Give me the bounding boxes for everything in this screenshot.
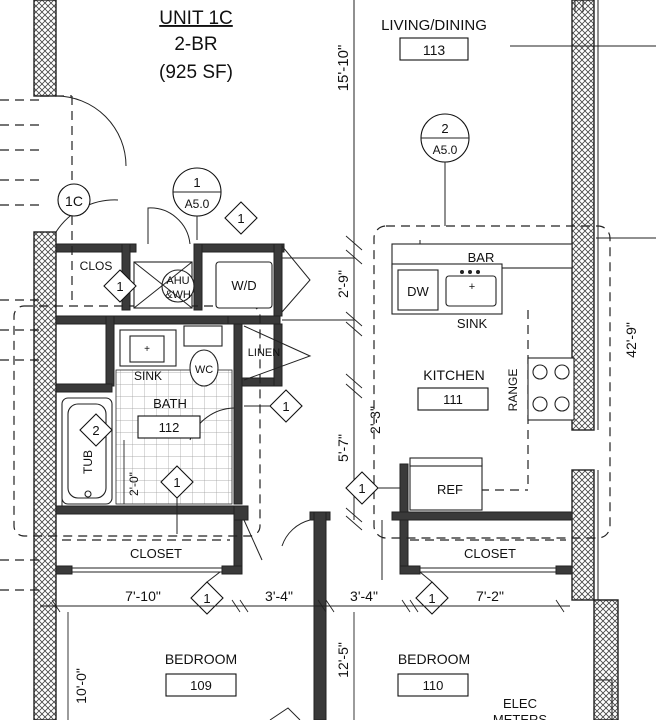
bath-number: 112	[159, 420, 180, 435]
ref-label: REF	[437, 482, 463, 497]
section-ref-1-sheet: A5.0	[185, 197, 210, 211]
dim-bath-tub: 2'-0"	[127, 472, 141, 496]
svg-text:+: +	[469, 281, 475, 293]
wh-label: &WH	[165, 289, 191, 301]
unit-tag: 1C	[65, 193, 83, 209]
wc-label: WC	[195, 364, 213, 376]
dim-kitchen-mid: 2'-3"	[367, 406, 383, 434]
dim-hall-left: 3'-4"	[265, 588, 293, 604]
dim-closet-right: 7'-2"	[476, 588, 504, 604]
svg-text:1: 1	[173, 475, 180, 490]
section-ref-1-num: 1	[193, 175, 200, 190]
exterior-wall-right-step	[593, 599, 619, 720]
section-ref-1: 1 A5.0	[172, 167, 222, 240]
closet-right-label: CLOSET	[464, 546, 516, 561]
svg-text:1: 1	[116, 279, 123, 294]
svg-text:1: 1	[358, 481, 365, 496]
diamond-tag: 1	[190, 581, 224, 615]
section-ref-2-sheet: A5.0	[433, 143, 458, 157]
dim-closet-left: 7'-10"	[125, 588, 161, 604]
bedroom-right-name: BEDROOM	[398, 651, 470, 667]
svg-text:1: 1	[282, 399, 289, 414]
dim-overall-right: 42'-9"	[623, 322, 639, 358]
svg-text:1: 1	[428, 591, 435, 606]
kitchen-dashed-boundary	[373, 225, 611, 539]
dim-bedroom-depth-left: 10'-0"	[73, 668, 89, 704]
dim-hall-width: 5'-7"	[335, 434, 351, 462]
bedroom-left-name: BEDROOM	[165, 651, 237, 667]
bath-name: BATH	[153, 396, 187, 411]
bar-label: BAR	[468, 250, 495, 265]
living-room-name: LIVING/DINING	[381, 17, 487, 34]
dw-label: DW	[407, 284, 429, 299]
svg-text:2: 2	[92, 423, 99, 438]
diamond-tag: 1	[345, 471, 379, 505]
exterior-wall-left	[33, 231, 57, 720]
bedroom-left-number: 109	[190, 678, 212, 693]
tub-label: TUB	[81, 450, 95, 474]
bath-sink-label: SINK	[134, 369, 162, 383]
exterior-wall-right-lower	[571, 469, 595, 601]
living-area-dashed-boundary	[40, 95, 73, 300]
diamond-tag: 1	[269, 389, 303, 423]
meters-label: METERS	[493, 712, 548, 720]
section-ref-2: 2 A5.0	[420, 113, 470, 226]
bedroom-right-number: 110	[423, 678, 444, 693]
wd-label: W/D	[231, 278, 256, 293]
unit-type: 2-BR	[174, 34, 217, 55]
diamond-tag: 1	[415, 581, 449, 615]
linen-label: LINEN	[248, 347, 280, 359]
section-ref-2-num: 2	[441, 121, 448, 136]
unit-name: UNIT 1C	[159, 8, 233, 29]
exterior-wall-top-left	[33, 0, 57, 97]
exterior-wall-right	[571, 0, 595, 431]
elec-label: ELEC	[503, 696, 537, 711]
unit-area: (925 SF)	[159, 62, 233, 83]
dim-living-depth: 15'-10"	[335, 45, 352, 92]
svg-text:+: +	[144, 344, 150, 355]
diamond-tag: 1	[103, 269, 137, 303]
ahu-label: AHU	[166, 275, 189, 287]
kitchen-name: KITCHEN	[423, 367, 484, 383]
dim-hall-right: 3'-4"	[350, 588, 378, 604]
kitchen-number: 111	[443, 392, 463, 407]
toilet-icon	[189, 349, 219, 387]
svg-text:1: 1	[237, 211, 244, 226]
svg-text:1: 1	[203, 591, 210, 606]
diamond-tag: 1	[224, 201, 258, 235]
clos-label: CLOS	[80, 259, 113, 273]
range-label: RANGE	[506, 369, 520, 412]
living-room-number: 113	[423, 42, 446, 58]
diamond-tag: 2	[79, 413, 113, 447]
dim-bedroom-depth-right: 12'-5"	[335, 642, 351, 678]
dim-kitchen-top: 2'-9"	[335, 270, 351, 298]
kitchen-sink-label: SINK	[457, 316, 488, 331]
closet-left-label: CLOSET	[130, 546, 182, 561]
